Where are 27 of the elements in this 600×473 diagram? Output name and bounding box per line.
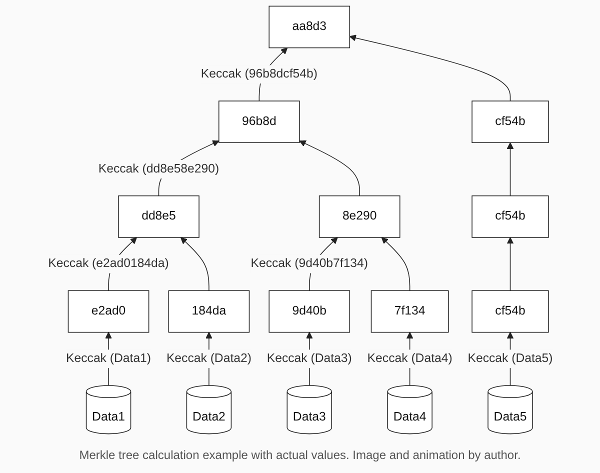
edge-label: Keccak (Data3) — [266, 352, 352, 366]
node-box: 8e290 — [318, 195, 400, 238]
arrow — [348, 34, 510, 102]
edge-label: Keccak (Data1) — [66, 352, 151, 366]
edge-label: Keccak (e2ad0184da) — [48, 257, 168, 270]
edge-label: Keccak (Data4) — [366, 352, 452, 366]
arrow — [506, 142, 514, 196]
edge-label: Keccak (9d40b7f134) — [250, 257, 368, 270]
arrow — [180, 237, 209, 292]
node-box: 9d40b — [268, 290, 350, 333]
edge-label: Keccak (Data5) — [467, 352, 552, 366]
arrow — [380, 237, 410, 292]
edge-label: Keccak (Data2) — [166, 352, 251, 366]
edge-label: Keccak (96b8dcf54b) — [200, 67, 317, 81]
edge-label: Keccak (dd8e58e290) — [98, 162, 219, 176]
node-box: 7f134 — [370, 290, 448, 333]
node-box: dd8e5 — [118, 195, 199, 238]
arrow — [298, 140, 360, 196]
node-box: aa8d3 — [268, 6, 350, 48]
node-box: 184da — [168, 290, 250, 333]
node-box: cf54b — [471, 100, 548, 144]
node-box: e2ad0 — [67, 290, 149, 333]
node-box: cf54b — [471, 290, 548, 333]
arrow — [506, 237, 514, 292]
node-box: cf54b — [471, 195, 548, 238]
node-box: 96b8d — [218, 100, 300, 144]
caption: Merkle tree calculation example with actual values. Image and animation by author. — [78, 448, 522, 462]
